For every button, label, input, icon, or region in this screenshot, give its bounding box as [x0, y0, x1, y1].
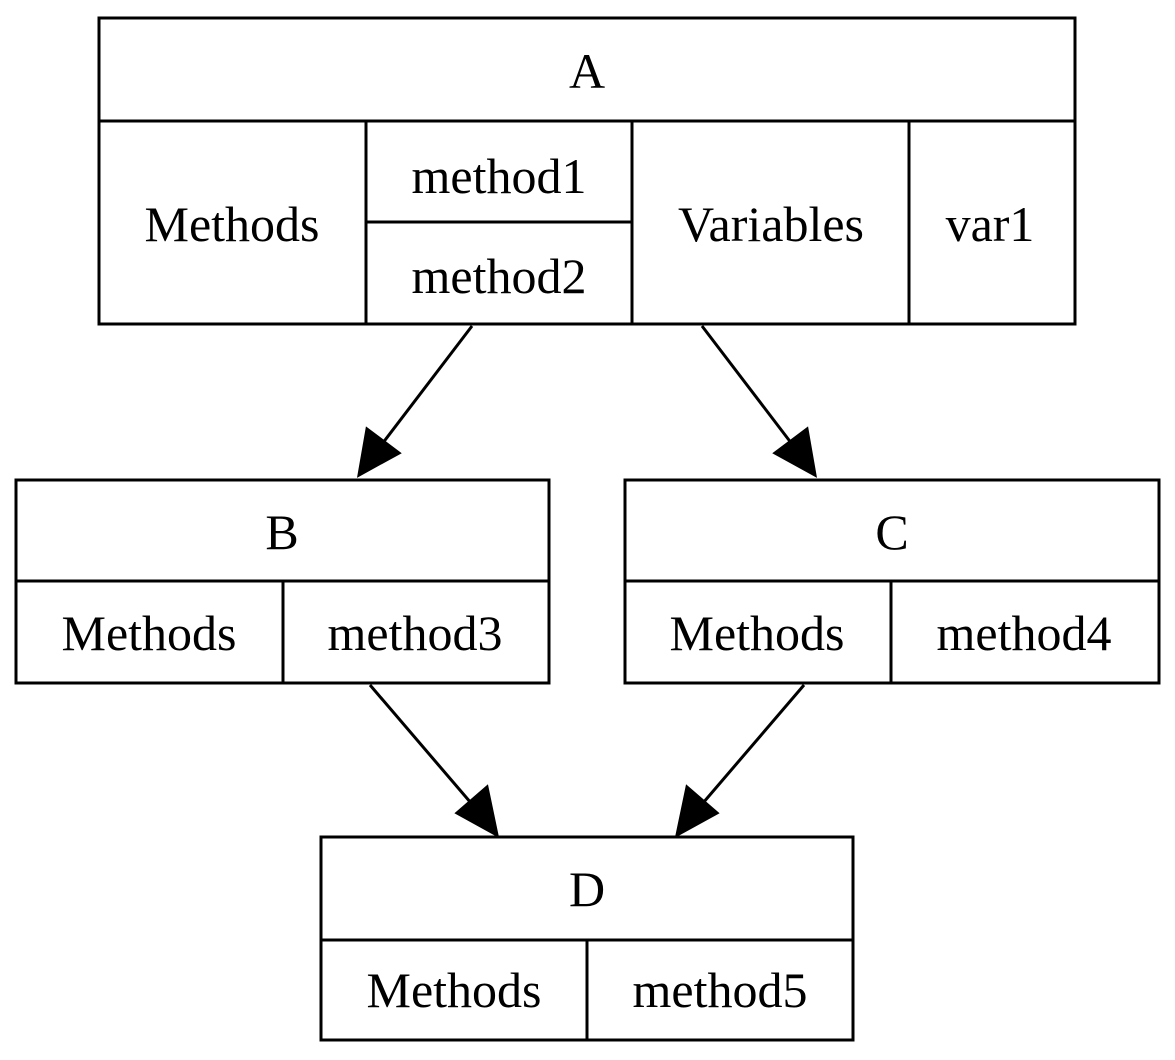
node-d-title: D — [569, 861, 605, 917]
node-a-method-1: method1 — [412, 148, 587, 204]
edge-a-to-c-line — [700, 325, 797, 449]
edge-a-to-c-arrowhead — [772, 426, 818, 478]
edge-c-to-d — [674, 684, 806, 838]
node-b: B Methods method3 — [14, 478, 551, 685]
node-c: C Methods method4 — [623, 478, 1161, 685]
node-b-methods-label: Methods — [62, 605, 237, 661]
edge-b-to-d-arrowhead — [454, 784, 500, 838]
node-d-methods-label: Methods — [367, 962, 542, 1018]
node-c-method-4: method4 — [937, 605, 1112, 661]
node-a-method-2: method2 — [412, 248, 587, 304]
node-d-method-5: method5 — [633, 962, 808, 1018]
edge-a-to-c — [700, 325, 818, 478]
node-d: D Methods method5 — [319, 835, 855, 1042]
edge-a-to-b-line — [377, 325, 474, 449]
node-b-title: B — [265, 504, 298, 560]
node-c-title: C — [875, 504, 908, 560]
node-c-methods-label: Methods — [670, 605, 845, 661]
node-a-variables-label: Variables — [678, 196, 864, 252]
node-b-method-3: method3 — [328, 605, 503, 661]
edge-c-to-d-arrowhead — [674, 784, 720, 838]
edge-c-to-d-line — [695, 684, 806, 811]
edge-b-to-d-line — [368, 684, 479, 811]
edge-a-to-b — [356, 325, 474, 478]
node-a-title: A — [569, 43, 605, 99]
node-a: A Methods method1 method2 Variables var1 — [97, 16, 1077, 326]
node-a-variable-1: var1 — [946, 196, 1035, 252]
edge-a-to-b-arrowhead — [356, 426, 402, 478]
node-a-outline — [97, 16, 1077, 326]
node-a-methods-label: Methods — [145, 196, 320, 252]
edge-b-to-d — [368, 684, 500, 838]
